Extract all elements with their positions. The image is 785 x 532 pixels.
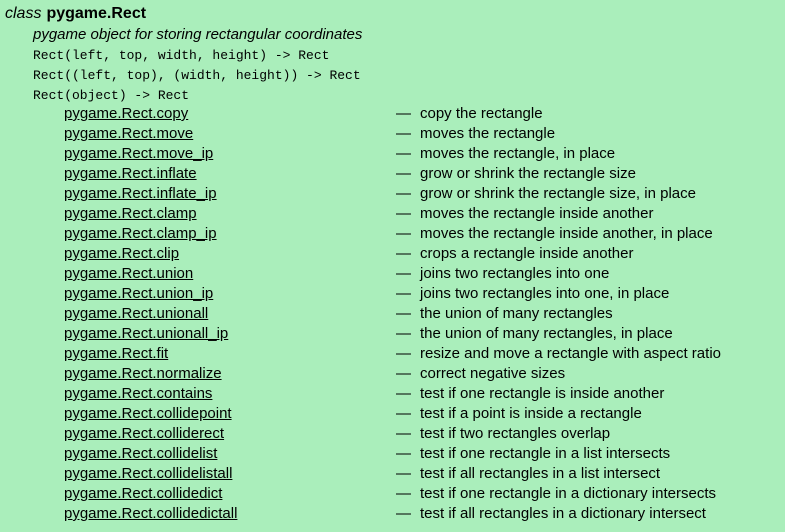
method-row: pygame.Rect.normalize — correct negative… (0, 364, 785, 384)
method-description: joins two rectangles into one (420, 265, 610, 282)
method-list: pygame.Rect.copy — copy the rectangle py… (0, 104, 785, 524)
method-description: the union of many rectangles (420, 305, 613, 322)
dash-separator: — (396, 325, 411, 342)
method-description: resize and move a rectangle with aspect … (420, 345, 721, 362)
method-link[interactable]: pygame.Rect.inflate (64, 165, 197, 182)
dash-separator: — (396, 125, 411, 142)
method-link[interactable]: pygame.Rect.union (64, 265, 194, 282)
method-row: pygame.Rect.union — joins two rectangles… (0, 264, 785, 284)
method-link[interactable]: pygame.Rect.collidedict (64, 485, 223, 502)
dash-separator: — (396, 365, 411, 382)
dash-separator: — (396, 405, 411, 422)
dash-separator: — (396, 305, 411, 322)
signature-line: Rect(left, top, width, height) -> Rect (33, 48, 330, 63)
method-description: test if all rectangles in a dictionary i… (420, 505, 706, 522)
method-description: test if a point is inside a rectangle (420, 405, 642, 422)
dash-separator: — (396, 425, 411, 442)
class-keyword: class (5, 5, 42, 22)
signature-line: Rect((left, top), (width, height)) -> Re… (33, 68, 361, 83)
method-row: pygame.Rect.collidedict — test if one re… (0, 484, 785, 504)
method-description: moves the rectangle, in place (420, 145, 616, 162)
method-description: test if one rectangle is inside another (420, 385, 665, 402)
dash-separator: — (396, 165, 411, 182)
method-link[interactable]: pygame.Rect.move (64, 125, 194, 142)
method-link[interactable]: pygame.Rect.clip (64, 245, 180, 262)
dash-separator: — (396, 505, 411, 522)
dash-separator: — (396, 465, 411, 482)
method-description: joins two rectangles into one, in place (420, 285, 670, 302)
dash-separator: — (396, 245, 411, 262)
dash-separator: — (396, 145, 411, 162)
method-description: correct negative sizes (420, 365, 566, 382)
dash-separator: — (396, 265, 411, 282)
method-link[interactable]: pygame.Rect.unionall_ip (64, 325, 229, 342)
dash-separator: — (396, 445, 411, 462)
method-row: pygame.Rect.move — moves the rectangle (0, 124, 785, 144)
method-description: grow or shrink the rectangle size, in pl… (420, 185, 696, 202)
method-link[interactable]: pygame.Rect.copy (64, 105, 189, 122)
method-description: moves the rectangle (420, 125, 556, 142)
method-row: pygame.Rect.clamp_ip — moves the rectang… (0, 224, 785, 244)
method-row: pygame.Rect.collidedictall — test if all… (0, 504, 785, 524)
class-summary: pygame object for storing rectangular co… (33, 26, 363, 43)
method-link[interactable]: pygame.Rect.union_ip (64, 285, 214, 302)
dash-separator: — (396, 225, 411, 242)
method-description: copy the rectangle (420, 105, 543, 122)
method-row: pygame.Rect.union_ip — joins two rectang… (0, 284, 785, 304)
method-description: moves the rectangle inside another, in p… (420, 225, 713, 242)
method-link[interactable]: pygame.Rect.inflate_ip (64, 185, 217, 202)
method-description: moves the rectangle inside another (420, 205, 654, 222)
dash-separator: — (396, 205, 411, 222)
method-link[interactable]: pygame.Rect.collidepoint (64, 405, 232, 422)
method-row: pygame.Rect.copy — copy the rectangle (0, 104, 785, 124)
method-description: grow or shrink the rectangle size (420, 165, 636, 182)
method-link[interactable]: pygame.Rect.clamp (64, 205, 197, 222)
method-description: crops a rectangle inside another (420, 245, 634, 262)
constructor-signatures: Rect(left, top, width, height) -> Rect R… (33, 46, 361, 106)
method-link[interactable]: pygame.Rect.collidelistall (64, 465, 233, 482)
method-description: test if two rectangles overlap (420, 425, 611, 442)
method-row: pygame.Rect.unionall_ip — the union of m… (0, 324, 785, 344)
method-link[interactable]: pygame.Rect.collidedictall (64, 505, 238, 522)
method-row: pygame.Rect.collidelist — test if one re… (0, 444, 785, 464)
method-row: pygame.Rect.clamp — moves the rectangle … (0, 204, 785, 224)
method-row: pygame.Rect.fit — resize and move a rect… (0, 344, 785, 364)
method-row: pygame.Rect.collidelistall — test if all… (0, 464, 785, 484)
signature-line: Rect(object) -> Rect (33, 88, 190, 103)
method-row: pygame.Rect.colliderect — test if two re… (0, 424, 785, 444)
dash-separator: — (396, 385, 411, 402)
dash-separator: — (396, 105, 411, 122)
method-description: the union of many rectangles, in place (420, 325, 673, 342)
method-row: pygame.Rect.collidepoint — test if a poi… (0, 404, 785, 424)
method-description: test if one rectangle in a list intersec… (420, 445, 671, 462)
method-link[interactable]: pygame.Rect.collidelist (64, 445, 218, 462)
method-description: test if all rectangles in a list interse… (420, 465, 661, 482)
dash-separator: — (396, 345, 411, 362)
dash-separator: — (396, 185, 411, 202)
dash-separator: — (396, 485, 411, 502)
method-row: pygame.Rect.inflate — grow or shrink the… (0, 164, 785, 184)
class-name: pygame.Rect (46, 5, 147, 22)
method-link[interactable]: pygame.Rect.clamp_ip (64, 225, 217, 242)
method-link[interactable]: pygame.Rect.move_ip (64, 145, 214, 162)
dash-separator: — (396, 285, 411, 302)
method-link[interactable]: pygame.Rect.fit (64, 345, 169, 362)
method-row: pygame.Rect.unionall — the union of many… (0, 304, 785, 324)
method-row: pygame.Rect.move_ip — moves the rectangl… (0, 144, 785, 164)
method-description: test if one rectangle in a dictionary in… (420, 485, 716, 502)
method-link[interactable]: pygame.Rect.contains (64, 385, 213, 402)
method-link[interactable]: pygame.Rect.unionall (64, 305, 209, 322)
method-link[interactable]: pygame.Rect.colliderect (64, 425, 225, 442)
method-row: pygame.Rect.clip — crops a rectangle ins… (0, 244, 785, 264)
method-row: pygame.Rect.inflate_ip — grow or shrink … (0, 184, 785, 204)
method-link[interactable]: pygame.Rect.normalize (64, 365, 222, 382)
method-row: pygame.Rect.contains — test if one recta… (0, 384, 785, 404)
